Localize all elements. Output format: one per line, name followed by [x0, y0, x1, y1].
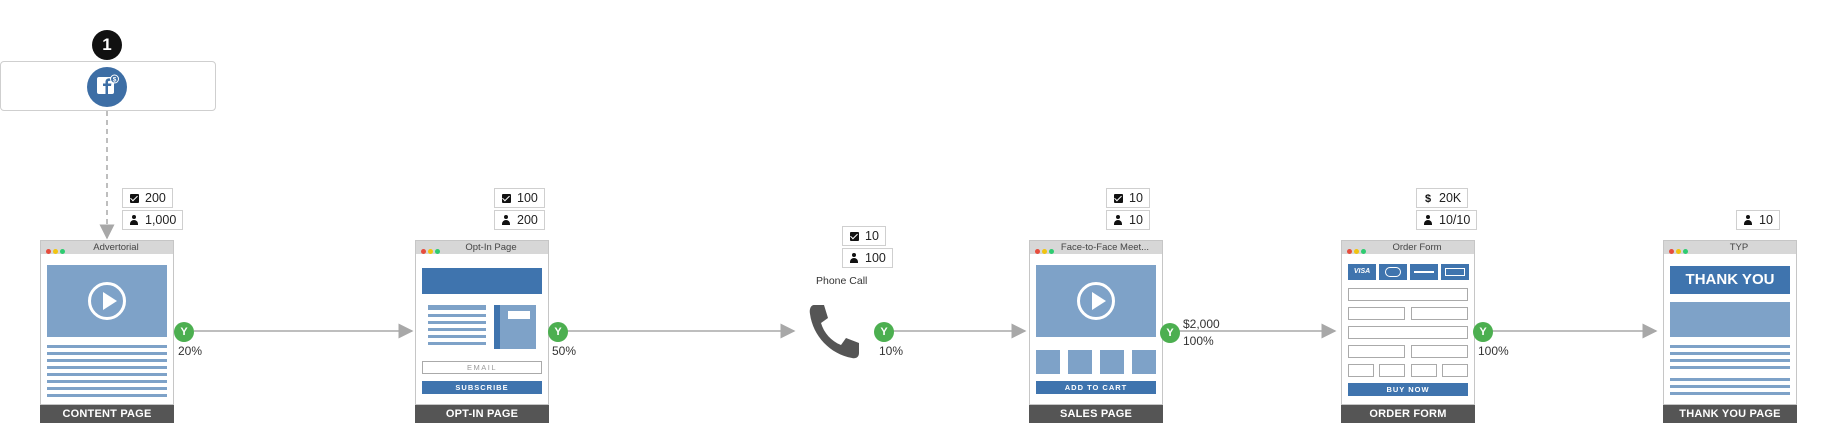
- play-icon: [88, 282, 126, 320]
- yes-marker[interactable]: Y: [1160, 323, 1180, 343]
- node-sales-page[interactable]: Face-to-Face Meet... ADD TO CART SALES P…: [1029, 240, 1163, 423]
- phone-call-label: Phone Call: [816, 275, 868, 287]
- form-field[interactable]: [1348, 288, 1468, 301]
- header-banner: [422, 268, 542, 294]
- image-block: [1670, 302, 1790, 337]
- revenue-label: $2,000: [1183, 317, 1220, 331]
- window-controls: [421, 245, 442, 254]
- person-icon: [1113, 215, 1123, 225]
- mastercard-card-icon: [1379, 264, 1407, 280]
- form-field[interactable]: [1411, 345, 1468, 358]
- svg-text:$: $: [113, 76, 117, 83]
- conversion-rate-label: 20%: [178, 344, 203, 358]
- stat-people-phone: 100: [842, 248, 893, 268]
- visa-card-icon: VISA: [1348, 264, 1376, 280]
- thank-you-banner: THANK YOU: [1670, 266, 1790, 294]
- checkbox-icon: [849, 232, 859, 241]
- form-field[interactable]: [1379, 364, 1405, 377]
- product-thumb: [1068, 350, 1092, 374]
- form-field[interactable]: [1442, 364, 1468, 377]
- stat-actions-optin: 100: [494, 188, 545, 208]
- phone-icon[interactable]: [808, 302, 864, 360]
- page-thumbnail: Face-to-Face Meet... ADD TO CART: [1029, 240, 1163, 405]
- node-order-form[interactable]: Order Form VISA BUY NOW ORDER FORM: [1341, 240, 1475, 423]
- form-field[interactable]: [1411, 307, 1468, 320]
- window-controls: [1035, 245, 1056, 254]
- add-to-cart-button[interactable]: ADD TO CART: [1036, 381, 1156, 394]
- yes-marker[interactable]: Y: [174, 322, 194, 342]
- checkbox-icon: [129, 194, 139, 203]
- stat-revenue-order: $20K: [1416, 188, 1469, 208]
- form-field[interactable]: [1348, 307, 1405, 320]
- page-title: Advertorial: [93, 242, 139, 253]
- window-controls: [1347, 245, 1368, 254]
- node-thank-you-page[interactable]: TYP THANK YOU THANK YOU PAGE: [1663, 240, 1797, 423]
- node-advertorial[interactable]: Advertorial CONTENT PAGE: [40, 240, 174, 423]
- window-controls: [1669, 245, 1690, 254]
- form-field[interactable]: [1348, 364, 1374, 377]
- stat-people-sales: 10: [1106, 210, 1150, 230]
- page-title: Order Form: [1392, 242, 1442, 253]
- person-icon: [501, 215, 511, 225]
- page-thumbnail: TYP THANK YOU: [1663, 240, 1797, 405]
- yes-marker[interactable]: Y: [548, 322, 568, 342]
- form-field[interactable]: [1348, 345, 1405, 358]
- person-icon: [1423, 215, 1433, 225]
- yes-marker[interactable]: Y: [874, 322, 894, 342]
- book-image: [494, 305, 536, 349]
- page-title: TYP: [1729, 242, 1749, 253]
- facebook-ads-icon[interactable]: $: [87, 67, 127, 107]
- buy-now-button[interactable]: BUY NOW: [1348, 383, 1468, 396]
- node-optin-page[interactable]: Opt-In Page EMAIL SUBSCRIBE OPT-IN PAGE: [415, 240, 549, 423]
- page-type-label: THANK YOU PAGE: [1663, 405, 1797, 423]
- checkbox-icon: [501, 194, 511, 203]
- conversion-rate-label: 100%: [1478, 344, 1509, 358]
- conversion-rate-label: 100%: [1183, 334, 1214, 348]
- product-thumb: [1100, 350, 1124, 374]
- product-thumb: [1132, 350, 1156, 374]
- form-field[interactable]: [1411, 364, 1437, 377]
- page-type-label: SALES PAGE: [1029, 405, 1163, 423]
- step-number-badge: 1: [92, 30, 122, 60]
- person-icon: [849, 253, 859, 263]
- page-thumbnail: Order Form VISA BUY NOW: [1341, 240, 1475, 405]
- page-title: Opt-In Page: [465, 242, 517, 253]
- amex-card-icon: [1441, 264, 1469, 280]
- person-icon: [129, 215, 139, 225]
- product-thumb: [1036, 350, 1060, 374]
- stat-people-order: 10/10: [1416, 210, 1478, 230]
- stat-actions-phone: 10: [842, 226, 886, 246]
- stat-people-optin: 200: [494, 210, 545, 230]
- page-title: Face-to-Face Meet...: [1060, 242, 1150, 253]
- stat-actions-advertorial: 200: [122, 188, 173, 208]
- form-field[interactable]: [1348, 326, 1468, 339]
- video-block: [47, 265, 167, 337]
- checkbox-icon: [1113, 194, 1123, 203]
- play-icon: [1077, 282, 1115, 320]
- discover-card-icon: [1410, 264, 1438, 280]
- stat-people-thankyou: 10: [1736, 210, 1780, 230]
- yes-marker[interactable]: Y: [1473, 322, 1493, 342]
- conversion-rate-label: 10%: [879, 344, 904, 358]
- stat-actions-sales: 10: [1106, 188, 1150, 208]
- page-type-label: ORDER FORM: [1341, 405, 1475, 423]
- page-type-label: CONTENT PAGE: [40, 405, 174, 423]
- dollar-icon: $: [1424, 193, 1432, 205]
- window-controls: [46, 245, 67, 254]
- email-field[interactable]: EMAIL: [422, 361, 542, 374]
- page-thumbnail: Advertorial: [40, 240, 174, 405]
- video-block: [1036, 265, 1156, 337]
- person-icon: [1743, 215, 1753, 225]
- conversion-rate-label: 50%: [552, 344, 577, 358]
- page-thumbnail: Opt-In Page EMAIL SUBSCRIBE: [415, 240, 549, 405]
- subscribe-button[interactable]: SUBSCRIBE: [422, 381, 542, 394]
- page-type-label: OPT-IN PAGE: [415, 405, 549, 423]
- stat-people-advertorial: 1,000: [122, 210, 184, 230]
